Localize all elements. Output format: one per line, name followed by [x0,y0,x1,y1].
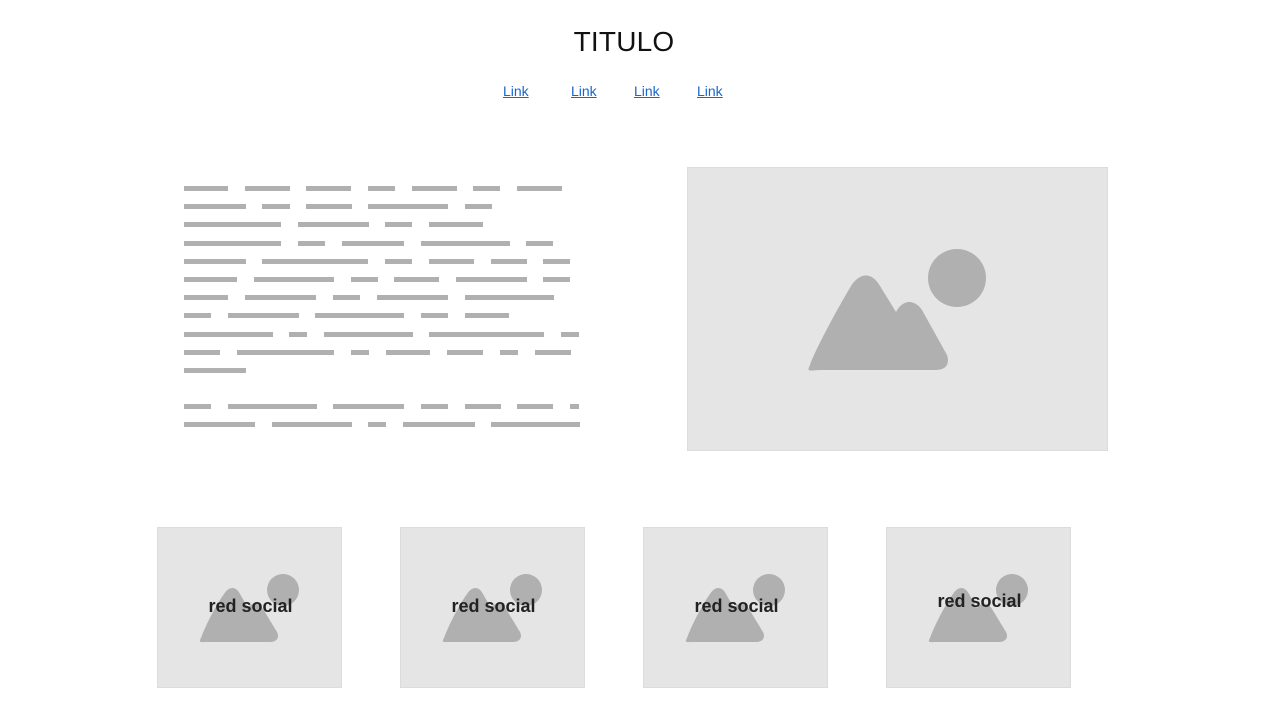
placeholder-text-line [429,331,544,337]
placeholder-text-line [262,258,368,264]
placeholder-text-line [543,277,570,282]
placeholder-text-line [517,186,562,191]
image-placeholder-icon [199,574,299,643]
placeholder-text-line [184,240,281,246]
placeholder-text-line [184,186,228,191]
placeholder-text-line [184,295,228,301]
placeholder-text-line [342,240,404,246]
social-card-3[interactable]: red social [643,527,828,688]
placeholder-text-line [184,258,246,264]
placeholder-text-line [421,313,448,319]
nav-link-2[interactable]: Link [571,83,597,99]
image-placeholder-icon [928,574,1028,643]
placeholder-text-line [315,313,404,319]
placeholder-text-line [473,186,500,191]
placeholder-text-line [386,349,430,355]
placeholder-text-line [289,331,307,337]
placeholder-text-line [298,240,325,246]
placeholder-text-line [561,331,579,337]
placeholder-text-line [237,349,334,355]
placeholder-text-line [429,258,474,264]
nav-link-1[interactable]: Link [503,83,529,99]
nav-link-3[interactable]: Link [634,83,660,99]
placeholder-text-line [465,204,492,210]
social-card-4[interactable]: red social [886,527,1071,688]
placeholder-text-line [465,313,509,319]
image-placeholder-icon [442,574,542,643]
card-label: red social [451,596,536,616]
placeholder-text-line [456,277,527,282]
placeholder-text-line [184,313,211,319]
placeholder-text-line [184,422,255,428]
placeholder-text-line [526,240,553,246]
image-placeholder-icon [685,574,785,643]
image-placeholder-icon [808,249,986,371]
placeholder-text-line [228,404,317,410]
nav-link-4[interactable]: Link [697,83,723,99]
placeholder-text-line [465,295,554,301]
placeholder-text-line [491,258,527,264]
placeholder-text-line [333,295,360,301]
page-title: TITULO [573,26,675,57]
placeholder-text-line [298,222,369,228]
placeholder-text-line [245,295,316,301]
placeholder-text-line [429,222,483,228]
placeholder-text-line [421,404,448,410]
placeholder-text-line [184,277,237,282]
placeholder-text-line [184,368,246,373]
placeholder-text-line [421,240,510,246]
card-label: red social [694,596,779,616]
placeholder-text-line [351,349,369,355]
placeholder-text-line [447,349,483,355]
placeholder-text-line [333,404,404,410]
placeholder-text-line [403,422,475,428]
card-label: red social [937,591,1022,611]
placeholder-text-line [385,222,412,228]
placeholder-text-line [517,404,553,410]
placeholder-text-block [184,184,584,434]
placeholder-text-line [377,295,448,301]
placeholder-text-line [272,422,352,428]
placeholder-text-line [368,186,395,191]
placeholder-text-line [394,277,439,282]
placeholder-text-line [385,258,412,264]
placeholder-text-line [254,277,334,282]
placeholder-text-line [184,222,281,228]
placeholder-text-line [184,204,246,210]
placeholder-text-line [368,422,386,428]
placeholder-text-line [465,404,501,410]
social-card-2[interactable]: red social [400,527,585,688]
placeholder-text-line [491,422,580,428]
hero-image-placeholder [687,167,1108,451]
placeholder-text-line [368,204,448,210]
placeholder-text-line [543,258,570,264]
placeholder-text-line [184,404,211,410]
placeholder-text-line [412,186,457,191]
placeholder-text-line [500,349,518,355]
placeholder-text-line [184,349,220,355]
placeholder-text-line [262,204,290,210]
placeholder-text-line [306,204,352,210]
placeholder-text-line [570,404,579,410]
placeholder-text-line [535,349,571,355]
placeholder-text-line [306,186,351,191]
placeholder-text-line [245,186,290,191]
placeholder-text-line [324,331,413,337]
social-card-1[interactable]: red social [157,527,342,688]
placeholder-text-line [184,331,273,337]
placeholder-text-line [351,277,378,282]
placeholder-text-line [228,313,299,319]
card-label: red social [208,596,293,616]
